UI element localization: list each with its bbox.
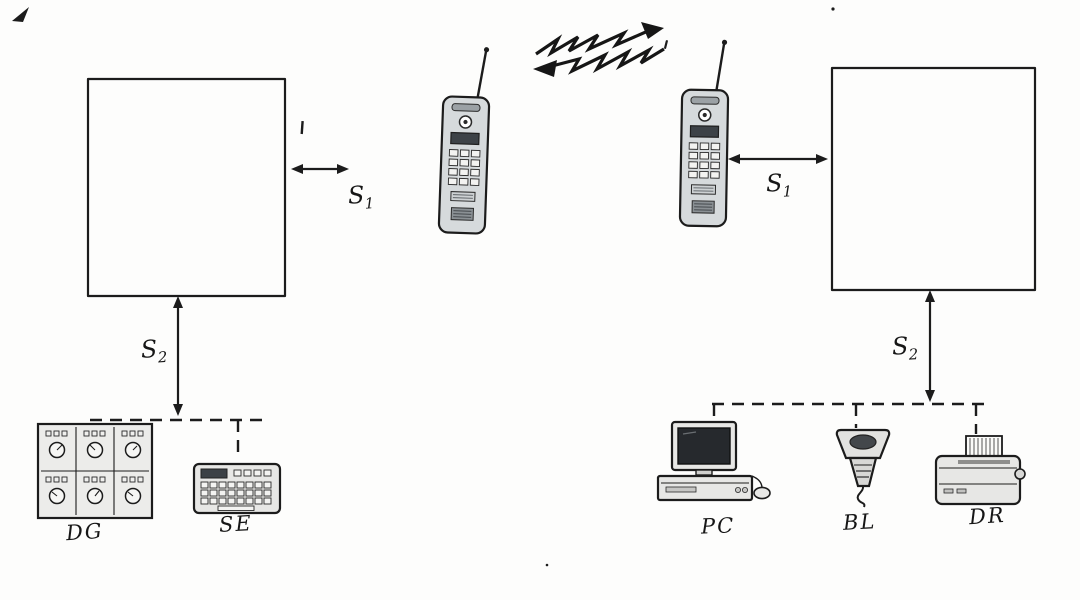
pc-label: PC	[700, 513, 736, 539]
keypad-terminal-icon	[192, 462, 282, 515]
s2-label-left: S2	[139, 334, 168, 367]
left-device-box	[86, 77, 287, 298]
right-box-outline	[830, 66, 1037, 292]
s2-arrow-left	[173, 296, 183, 416]
control-panel-icon	[36, 422, 154, 520]
dg-label: DG	[65, 518, 105, 546]
se-label: SE	[218, 511, 254, 537]
printer-icon	[934, 435, 1026, 506]
bl-label: BL	[842, 509, 877, 535]
mobile-phone-right-icon	[678, 37, 731, 228]
mobile-phone-left-icon	[437, 44, 493, 235]
right-device-box	[830, 66, 1037, 292]
ink-marks	[12, 7, 835, 567]
s2-label-right: S2	[891, 331, 919, 364]
barcode-scanner-icon	[835, 428, 891, 508]
left-bus-dashed-line	[90, 418, 268, 458]
s1-arrow-right	[728, 154, 828, 164]
s1-label-left: S1	[347, 180, 375, 213]
s1-label-right: S1	[765, 168, 793, 201]
radio-link-icon	[533, 22, 665, 77]
desktop-pc-icon	[656, 420, 771, 502]
s1-arrow-left	[291, 164, 349, 174]
right-bus-dashed-line	[712, 402, 992, 434]
s2-arrow-right	[925, 290, 935, 402]
dr-label: DR	[968, 502, 1007, 530]
left-box-outline	[86, 77, 287, 298]
